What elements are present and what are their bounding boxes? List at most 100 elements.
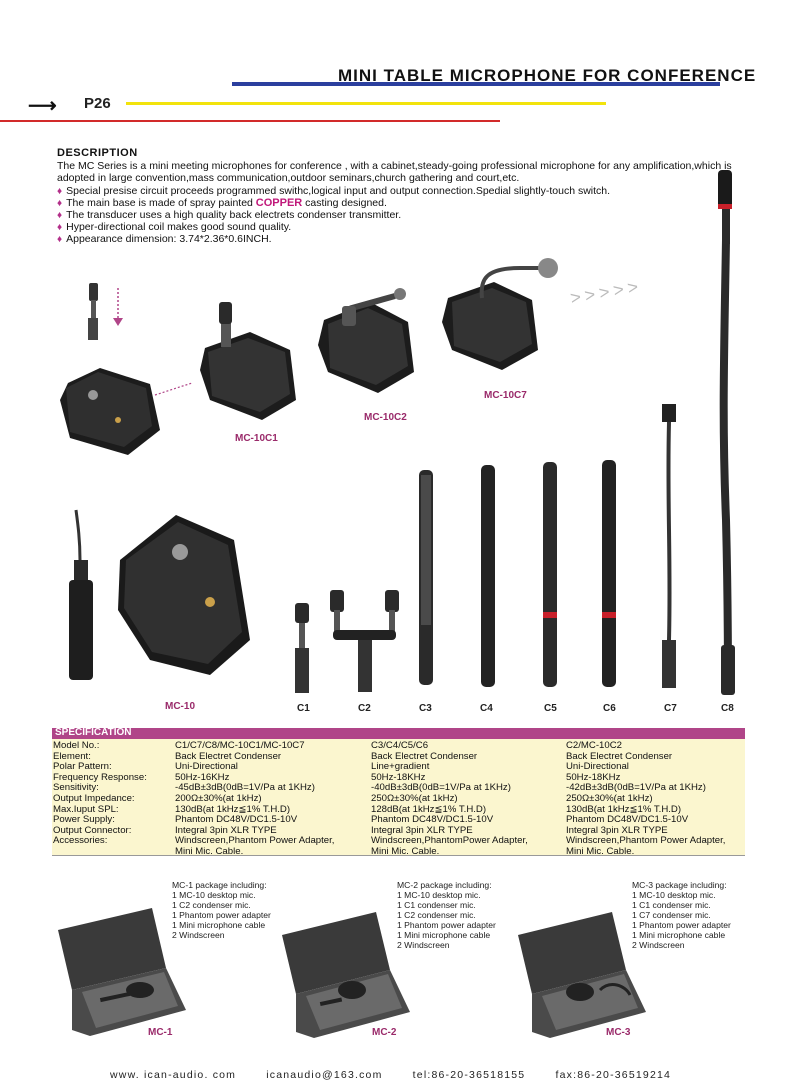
spec-cell: Windscreen,Phantom Power Adapter, — [566, 835, 726, 847]
c4-image — [481, 465, 495, 687]
spec-cell: Phantom DC48V/DC1.5-10V — [566, 814, 689, 826]
spec-cell: 50Hz-16KHz — [175, 771, 230, 783]
footer-website[interactable]: www. ican-audio. com — [110, 1069, 237, 1081]
package-item: 1 MC-10 desktop mic. — [632, 890, 716, 900]
spec-cell: Phantom DC48V/DC1.5-10V — [175, 814, 298, 826]
label-c1: C1 — [297, 703, 310, 714]
package-title: MC-3 package including: — [632, 880, 727, 890]
spec-cell: Back Electret Condenser — [566, 750, 673, 762]
package-item: 1 C2 condenser mic. — [172, 900, 251, 910]
mc10-base-image — [60, 368, 160, 455]
spec-cell: 130dB(at 1kHz≦1% T.H.D) — [175, 803, 291, 815]
label-c3: C3 — [419, 703, 432, 714]
cable-mic-image — [69, 509, 93, 680]
package-mc2-list: MC-2 package including: 1 MC-10 desktop … — [397, 880, 496, 950]
bullet-text: Appearance dimension: 3.74*2.36*0.6INCH. — [66, 233, 272, 245]
spec-cell: Windscreen,PhantomPower Adapter, — [371, 835, 528, 847]
package-item: 1 Phantom power adapter — [632, 920, 731, 930]
package-item: 2 Windscreen — [172, 930, 225, 940]
spec-label: Power Supply: — [53, 814, 115, 826]
spec-cell: Integral 3pin XLR TYPE — [371, 824, 473, 836]
label-mc10c1: MC-10C1 — [235, 433, 278, 444]
c2-image — [330, 590, 399, 692]
page-number: P26 — [84, 95, 111, 112]
spec-cell: Uni-Directional — [566, 761, 629, 773]
package-cases — [58, 908, 646, 1038]
spec-cell: Windscreen,Phantom Power Adapter, — [175, 835, 335, 847]
bullet-text: The main base is made of spray painted — [66, 197, 256, 209]
spec-cell: -45dB±3dB(0dB=1V/Pa at 1KHz) — [175, 782, 315, 794]
package-item: 1 Phantom power adapter — [397, 920, 496, 930]
mini-mic-image — [88, 283, 123, 340]
label-mc10c7: MC-10C7 — [484, 390, 527, 401]
spec-cell: 50Hz-18KHz — [566, 771, 621, 783]
spec-label: Frequency Response: — [53, 771, 147, 783]
diamond-bullet-icon: ♦ — [57, 222, 63, 233]
bullet-text: Special presise circuit proceeds program… — [66, 185, 611, 197]
package-item: 1 C2 condenser mic. — [397, 910, 476, 920]
spec-label: Model No.: — [53, 740, 100, 751]
description-bullet: ♦Appearance dimension: 3.74*2.36*0.6INCH… — [57, 233, 272, 246]
package-title: MC-2 package including: — [397, 880, 492, 890]
spec-label: Output Impedance: — [53, 792, 135, 804]
mc10c2-image — [318, 288, 414, 393]
description-heading: DESCRIPTION — [57, 147, 138, 159]
dotted-arrow — [154, 382, 193, 396]
spec-column-2: C3/C4/C5/C6 Back Electret Condenser Line… — [371, 740, 528, 858]
diamond-bullet-icon: ♦ — [57, 210, 63, 221]
bullet-text: casting designed. — [302, 197, 387, 209]
spec-cell: Mini Mic. Cable. — [566, 845, 635, 857]
spec-label: Output Connector: — [53, 824, 132, 836]
package-item: 2 Windscreen — [632, 940, 685, 950]
package-item: 1 C1 condenser mic. — [632, 900, 711, 910]
spec-cell: Line+gradient — [371, 761, 430, 773]
spec-cell: C1/C7/C8/MC-10C1/MC-10C7 — [175, 740, 305, 751]
label-c4: C4 — [480, 703, 493, 714]
spec-cell: Mini Mic. Cable. — [175, 845, 244, 857]
arrow-right-icon: ⟶ — [28, 95, 57, 117]
spec-table — [52, 739, 745, 856]
spec-label: Polar Pattern: — [53, 761, 112, 773]
spec-cell: Back Electret Condenser — [371, 750, 478, 762]
package-mc1-list: MC-1 package including: 1 MC-10 desktop … — [172, 880, 271, 940]
spec-label: Sensitivity: — [53, 782, 99, 794]
mc1-case-image — [58, 908, 186, 1036]
spec-labels: Model No.: Element: Polar Pattern: Frequ… — [53, 740, 147, 847]
spec-cell: Integral 3pin XLR TYPE — [175, 824, 277, 836]
diamond-bullet-icon: ♦ — [57, 234, 63, 245]
spec-cell: 130dB(at 1kHz≦1% T.H.D) — [566, 803, 682, 815]
bullet-text: Hyper-directional coil makes good sound … — [66, 221, 292, 233]
package-item: 1 Mini microphone cable — [397, 930, 491, 940]
spec-label: Element: — [53, 750, 91, 762]
page-title: MINI TABLE MICROPHONE FOR CONFERENCE — [338, 66, 757, 85]
label-c2: C2 — [358, 703, 371, 714]
header-red-rule — [0, 120, 500, 122]
mc2-case-image — [282, 912, 410, 1038]
description-bullet: ♦The main base is made of spray painted … — [57, 197, 387, 210]
spec-heading: SPECIFICATION — [55, 727, 132, 738]
label-c5: C5 — [544, 703, 557, 714]
package-item: 1 Mini microphone cable — [632, 930, 726, 940]
c1-image — [295, 603, 309, 693]
spec-column-3: C2/MC-10C2 Back Electret Condenser Uni-D… — [566, 740, 726, 858]
bullet-text: The transducer uses a high quality back … — [66, 209, 402, 221]
spec-label: Accessories: — [53, 835, 108, 847]
spec-cell: 250Ω±30%(at 1kHz) — [371, 792, 458, 804]
package-mc3-list: MC-3 package including: 1 MC-10 desktop … — [632, 880, 731, 950]
spec-cell: Uni-Directional — [175, 761, 238, 773]
spec-cell: 50Hz-18KHz — [371, 771, 426, 783]
header-yellow-rule — [126, 102, 606, 105]
spec-cell: Integral 3pin XLR TYPE — [566, 824, 668, 836]
footer-tel: tel:86-20-36518155 — [412, 1069, 526, 1081]
c7-image — [662, 404, 676, 688]
c8-gooseneck-mic-image — [718, 170, 735, 695]
package-item: 2 Windscreen — [397, 940, 450, 950]
package-item: 1 MC-10 desktop mic. — [397, 890, 481, 900]
spec-cell: 250Ω±30%(at 1kHz) — [566, 792, 653, 804]
header-blue-rule — [232, 82, 720, 86]
label-mc10: MC-10 — [165, 701, 196, 712]
copper-highlight: COPPER — [255, 197, 303, 209]
label-mc10c2: MC-10C2 — [364, 412, 407, 423]
footer-email[interactable]: icanaudio@163.com — [266, 1069, 383, 1081]
spec-cell: Mini Mic. Cable. — [371, 845, 440, 857]
